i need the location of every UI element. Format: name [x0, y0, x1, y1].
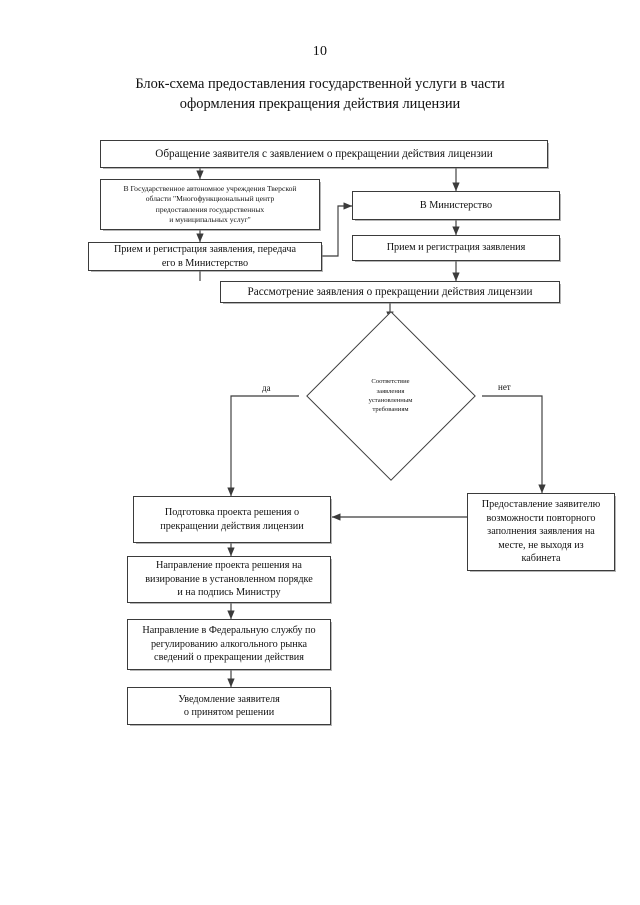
page-number: 10: [312, 44, 328, 59]
node-ministry-receive-register[interactable]: Прием и регистрация заявления: [352, 235, 560, 261]
node-label: Подготовка проекта решения о прекращении…: [160, 507, 304, 532]
node-label: Направление проекта решения на визирован…: [145, 560, 313, 599]
edge-label-no: нет: [498, 382, 511, 392]
node-label: Направление в Федеральную службу по регу…: [142, 625, 316, 664]
node-mfc-branch[interactable]: В Государственное автономное учреждения …: [100, 179, 320, 230]
node-compliance-decision[interactable]: Соответствие заявления установленным тре…: [299, 311, 482, 481]
node-application-submission[interactable]: Обращение заявителя с заявлением о прекр…: [100, 140, 548, 168]
node-notify-applicant[interactable]: Уведомление заявителя о принятом решении: [127, 687, 331, 725]
node-ministry-branch[interactable]: В Министерство: [352, 191, 560, 220]
node-label: В Государственное автономное учреждения …: [123, 184, 297, 224]
page-title: Блок-схема предоставления государственно…: [135, 76, 505, 112]
node-label: Прием и регистрация заявления, передача …: [113, 244, 297, 269]
edge-decision-no-to-resubmit: [482, 395, 546, 494]
node-notify-federal-service[interactable]: Направление в Федеральную службу по регу…: [127, 619, 331, 670]
node-prepare-draft-decision[interactable]: Подготовка проекта решения о прекращении…: [133, 496, 331, 543]
node-label: Уведомление заявителя о принятом решении: [178, 693, 280, 719]
edge-decision-yes-to-draft: [227, 395, 299, 497]
node-application-review[interactable]: Рассмотрение заявления о прекращении дей…: [220, 281, 560, 303]
edge-label-yes: да: [262, 383, 271, 393]
node-label: Прием и регистрация заявления: [386, 242, 526, 254]
node-label: Соответствие заявления установленным тре…: [368, 378, 413, 414]
node-label: Рассмотрение заявления о прекращении дей…: [247, 285, 533, 298]
node-offer-resubmission[interactable]: Предоставление заявителю возможности пов…: [467, 493, 615, 571]
node-label: В Министерство: [419, 199, 493, 211]
node-mfc-receive-register[interactable]: Прием и регистрация заявления, передача …: [88, 242, 322, 271]
edge-mfc-register-to-ministry: [322, 202, 353, 257]
node-send-for-endorsement[interactable]: Направление проекта решения на визирован…: [127, 556, 331, 603]
node-label: Обращение заявителя с заявлением о прекр…: [155, 147, 493, 160]
node-label: Предоставление заявителю возможности пов…: [481, 499, 601, 565]
